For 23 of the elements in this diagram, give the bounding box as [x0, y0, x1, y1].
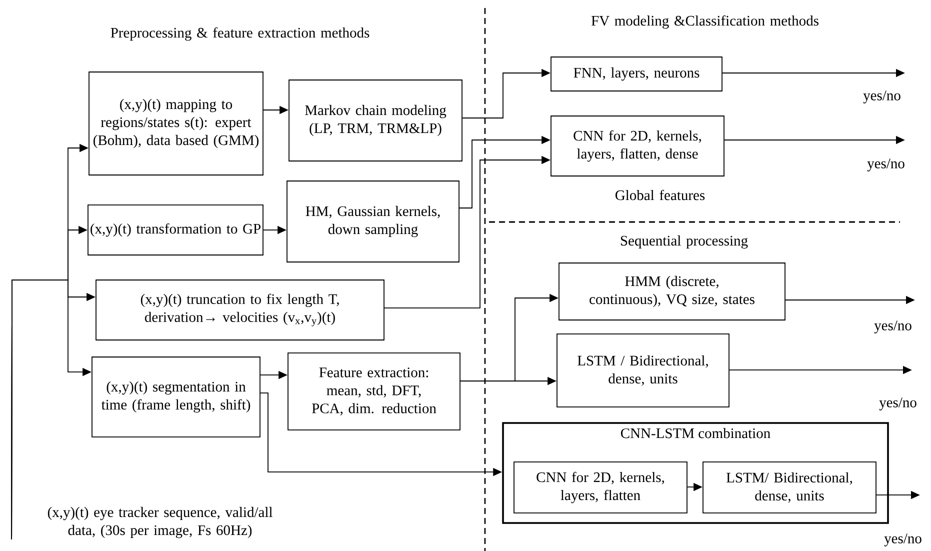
- process-box: Feature extraction: mean, std, DFT, PCA, dim. reduction: [288, 352, 460, 430]
- edge-label: yes/no: [879, 398, 916, 410]
- process-box: HMM (discrete, continuous), VQ size, states: [558, 262, 786, 320]
- process-box: CNN for 2D, kernels, layers, flatten, dense: [550, 116, 724, 176]
- process-box: CNN for 2D, kernels, layers, flatten: [514, 462, 688, 514]
- process-box: (x,y)(t) truncation to fix length T, derivation→ velocities (v$_{x}$,v$_{y}$)(t): [96, 280, 384, 340]
- input-label: (x,y)(t) eye tracker sequence, valid/all data, (30s per image, Fs 60Hz): [48, 506, 272, 538]
- process-box: (x,y)(t) transformation to GP: [88, 204, 264, 256]
- heading: FV modeling &Classification methods: [591, 15, 818, 29]
- edge-label: yes/no: [863, 90, 900, 104]
- process-box: Markov chain modeling (LP, TRM, TRM&LP): [288, 80, 462, 162]
- process-box: (x,y)(t) mapping to regions/states s(t): expert (Bohm), data based (GMM): [88, 72, 264, 176]
- process-box: LSTM / Bidirectional, dense, units: [556, 334, 730, 408]
- heading: Sequential processing: [620, 235, 748, 249]
- edge-label: yes/no: [867, 158, 904, 172]
- process-box: HM, Gaussian kernels, down sampling: [286, 180, 460, 262]
- heading: Global features: [616, 190, 705, 200]
- process-box: LSTM/ Bidirectional, dense, units: [702, 462, 876, 514]
- process-box: FNN, layers, neurons: [550, 56, 722, 92]
- edge-label: yes/no: [884, 534, 922, 546]
- process-box: (x,y)(t) segmentation in time (frame length, shift): [92, 356, 260, 438]
- edge-label: yes/no: [874, 320, 912, 334]
- heading: Preprocessing & feature extraction methods: [110, 27, 370, 41]
